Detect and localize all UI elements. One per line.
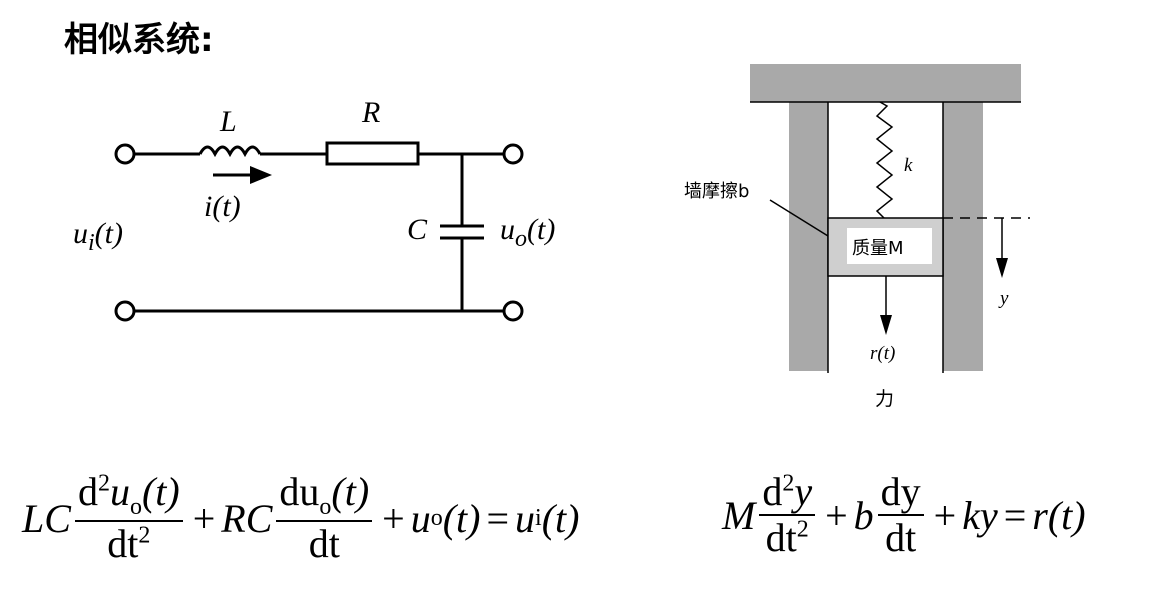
input-voltage-label: ui(t) bbox=[73, 217, 123, 256]
spring-label: k bbox=[904, 155, 913, 176]
force-caption: 力 bbox=[875, 388, 895, 410]
spring bbox=[875, 101, 894, 219]
current-label: i(t) bbox=[204, 190, 241, 223]
terminal bbox=[114, 300, 136, 322]
mass-label: 质量M bbox=[852, 238, 904, 259]
terminal bbox=[502, 300, 524, 322]
rlc-circuit bbox=[114, 141, 524, 322]
force-label: r(t) bbox=[870, 343, 896, 364]
inductor bbox=[198, 145, 262, 158]
mass-spring-system bbox=[750, 64, 1030, 373]
inductor-label: L bbox=[220, 105, 237, 138]
displacement-label: y bbox=[1000, 288, 1009, 309]
resistor-label: R bbox=[362, 96, 381, 129]
terminal bbox=[502, 143, 524, 165]
capacitor-label: C bbox=[407, 213, 428, 246]
resistor bbox=[325, 141, 420, 166]
output-voltage-label: uo(t) bbox=[500, 213, 556, 252]
terminal bbox=[114, 143, 136, 165]
friction-label: 墙摩擦b bbox=[684, 181, 750, 202]
slide-title: 相似系统: bbox=[64, 20, 214, 60]
